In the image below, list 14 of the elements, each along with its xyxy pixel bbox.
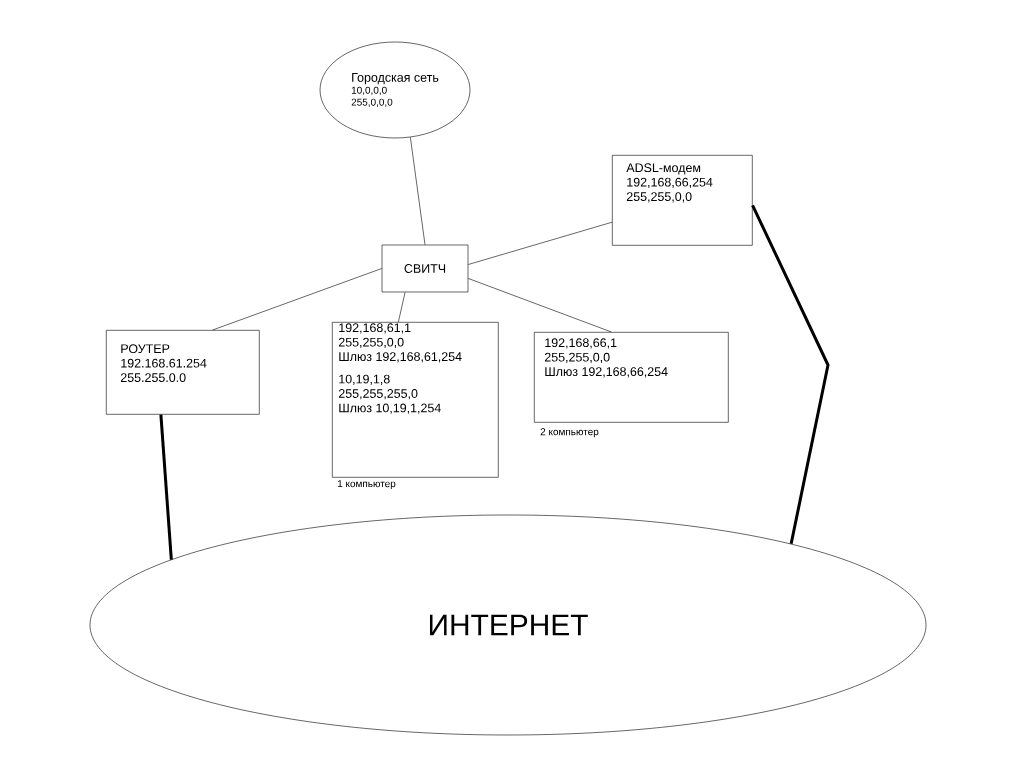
router-box: РОУТЕР 192.168.61.254 255.255.0.0 [106, 330, 260, 415]
cable-line [159, 414, 173, 560]
connection-line [212, 268, 382, 331]
connection-line [468, 221, 613, 265]
cable-line [751, 204, 830, 545]
node-caption: 1 компьютер [337, 480, 396, 490]
connection-line [468, 278, 612, 333]
modem-box: ADSL-модем 192,168,66,254 255,255,0,0 [612, 155, 753, 246]
connection-line [398, 292, 406, 323]
node-caption: 2 компьютер [540, 428, 599, 438]
switch-box: СВИТЧ [381, 244, 469, 293]
computer-box: 192,168,61,1 255,255,0,0 Шлюз 192,168,61,254 10,19,1,8 255,255,255,0 Шлюз 10,19,1,254 [332, 322, 499, 478]
computer-box: 192,168,66,1 255,255,0,0 Шлюз 192,168,66,254 [534, 332, 729, 423]
connection-line [410, 137, 426, 245]
